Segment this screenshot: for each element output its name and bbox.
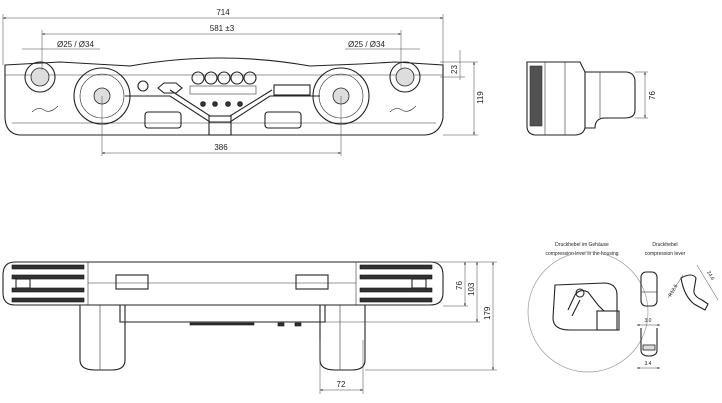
dim-overall-width: 714 — [216, 8, 230, 17]
dim-total-depth: 179 — [483, 306, 492, 320]
dim-top-offset: 23 — [450, 65, 459, 74]
dim-height: 119 — [476, 91, 485, 104]
center-buttons-bottom — [189, 322, 302, 327]
right-mount — [389, 61, 421, 113]
detail-lever: Druckhebel compression lever R12.5 24.6 … — [637, 242, 719, 369]
bottom-view: 76 103 179 72 — [2, 261, 497, 394]
dim-inner-width: 3.0 — [645, 318, 652, 324]
dim-mount-spacing: 581 ±3 — [210, 24, 235, 33]
label-lever-de: Druckhebel — [652, 242, 677, 248]
dim-hole-right: Ø25 / Ø34 — [348, 40, 385, 49]
dim-depth: 76 — [648, 91, 657, 100]
center-controls — [125, 71, 320, 136]
left-roller-bottom — [11, 264, 85, 303]
left-mount — [24, 61, 59, 113]
label-housing-de: Druckhebel im Gehäuse — [555, 242, 609, 248]
front-view: 714 581 ±3 Ø25 / Ø34 Ø25 / Ø34 23 119 38… — [2, 8, 485, 156]
side-view: 76 — [526, 61, 657, 136]
label-lever-en: compression lever — [645, 251, 686, 257]
dim-mid-depth: 103 — [467, 282, 476, 296]
label-housing-en: compression lever in the housing — [545, 251, 618, 257]
dim-radius: R12.5 — [668, 283, 680, 298]
detail-housing: Druckhebel im Gehäuse compression lever … — [527, 242, 649, 373]
dim-roller-spacing: 386 — [214, 143, 228, 152]
dim-hole-left: Ø25 / Ø34 — [57, 40, 94, 49]
dim-outer-width: 3.4 — [645, 361, 652, 367]
right-roller-bottom — [359, 264, 433, 303]
dim-leg-width: 72 — [337, 380, 346, 389]
dim-body-depth: 76 — [455, 281, 464, 290]
dim-length: 24.6 — [705, 270, 715, 282]
